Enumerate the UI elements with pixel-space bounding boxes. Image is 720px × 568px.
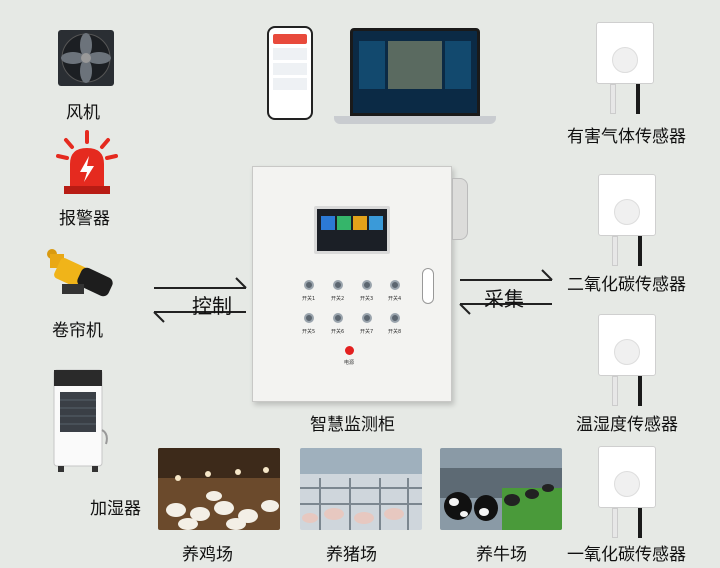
switch-label-4: 开关4 xyxy=(388,296,402,302)
harmful-gas-probe xyxy=(610,84,616,114)
switch-label-6: 开关6 xyxy=(331,329,345,335)
chicken-farm-photo xyxy=(158,448,280,530)
curtain-label: 卷帘机 xyxy=(52,321,103,341)
curtain-motor-icon xyxy=(44,248,120,304)
switch-label-3: 开关3 xyxy=(360,296,374,302)
temp-humidity-probe xyxy=(612,376,618,406)
switch-label-7: 开关7 xyxy=(360,329,374,335)
humidifier-icon xyxy=(52,368,110,476)
harmful-gas-cable xyxy=(636,84,640,114)
phone-image xyxy=(267,26,313,120)
switch-label-5: 开关5 xyxy=(302,329,316,335)
temp-humidity-cable xyxy=(638,376,642,406)
control-arrows xyxy=(153,277,247,323)
switch-label-2: 开关2 xyxy=(331,296,345,302)
switch-knob-1 xyxy=(304,280,314,290)
switch-knob-6 xyxy=(333,313,343,323)
temp-humidity-sensor-label: 温湿度传感器 xyxy=(576,415,678,435)
fan-icon xyxy=(58,30,114,86)
cattle-farm-photo xyxy=(440,448,562,530)
chicken-farm-label: 养鸡场 xyxy=(182,545,233,565)
switch-knob-4 xyxy=(390,280,400,290)
cabinet-label: 智慧监测柜 xyxy=(310,415,395,435)
switch-knob-7 xyxy=(362,313,372,323)
co2-sensor-image xyxy=(598,174,656,236)
co2-probe xyxy=(612,236,618,266)
cabinet-handle xyxy=(422,268,434,304)
pig-farm-photo xyxy=(300,448,422,530)
collect-label: 采集 xyxy=(484,287,524,311)
switch-label-1: 开关1 xyxy=(302,296,316,302)
cabinet-touchscreen xyxy=(314,206,390,254)
switch-knob-3 xyxy=(362,280,372,290)
switch-label-8: 开关8 xyxy=(388,329,402,335)
humidifier-label: 加湿器 xyxy=(90,499,141,519)
co-probe xyxy=(612,508,618,538)
power-label: 电源 xyxy=(344,360,355,366)
alarm-icon xyxy=(56,130,118,196)
pig-farm-label: 养猪场 xyxy=(326,545,377,565)
alarm-label: 报警器 xyxy=(59,209,110,229)
laptop-base xyxy=(334,116,496,124)
monitoring-cabinet xyxy=(252,166,452,402)
laptop-dashboard-image xyxy=(350,28,480,116)
co-sensor-label: 一氧化碳传感器 xyxy=(567,545,686,565)
power-indicator xyxy=(345,346,354,355)
temp-humidity-sensor-image xyxy=(598,314,656,376)
harmful-gas-sensor-label: 有害气体传感器 xyxy=(567,127,686,147)
fan-label: 风机 xyxy=(66,103,100,123)
switch-knob-2 xyxy=(333,280,343,290)
cattle-farm-label: 养牛场 xyxy=(476,545,527,565)
collect-arrows xyxy=(459,269,553,315)
cabinet-fan-vent xyxy=(452,178,468,240)
co-sensor-image xyxy=(598,446,656,508)
control-label: 控制 xyxy=(192,294,232,318)
switch-knob-8 xyxy=(390,313,400,323)
switch-knob-5 xyxy=(304,313,314,323)
co2-sensor-label: 二氧化碳传感器 xyxy=(567,275,686,295)
harmful-gas-sensor-image xyxy=(596,22,654,84)
co2-cable xyxy=(638,236,642,266)
co-cable xyxy=(638,508,642,538)
